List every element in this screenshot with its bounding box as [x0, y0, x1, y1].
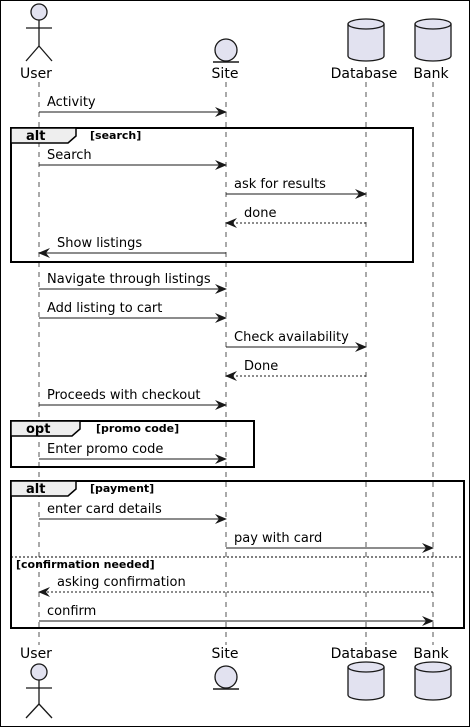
- participant-label: Bank: [413, 646, 449, 662]
- actor-icon: [25, 663, 53, 719]
- message-label: Activity: [47, 95, 96, 110]
- fragment-condition: [search]: [90, 129, 141, 142]
- message-label: done: [244, 206, 276, 221]
- fragment-opt-promo-code: opt [promo code]: [10, 420, 255, 468]
- message-label: Check availability: [234, 330, 349, 345]
- fragment-keyword: opt: [26, 422, 50, 437]
- message-label: confirm: [47, 604, 96, 619]
- participant-label: User: [20, 646, 52, 662]
- message-label: Navigate through listings: [47, 272, 211, 287]
- participant-label: Bank: [413, 66, 449, 82]
- participant-label: Site: [212, 646, 239, 662]
- participant-bank-top: Bank: [413, 18, 452, 82]
- message-label: Search: [47, 148, 92, 163]
- participant-label: Database: [331, 646, 398, 662]
- fragment-frame: [10, 480, 465, 629]
- participant-site-top: Site: [212, 38, 239, 82]
- message-label: Proceeds with checkout: [47, 388, 201, 403]
- fragment-keyword: alt: [26, 482, 45, 497]
- fragment-condition: [payment]: [90, 482, 154, 495]
- participant-bank-bottom: Bank: [413, 646, 452, 701]
- participant-database-top: Database: [331, 18, 398, 82]
- entity-icon: [213, 665, 239, 690]
- fragment-tab: [10, 127, 77, 144]
- database-icon: [414, 18, 452, 62]
- message-label: Done: [244, 359, 278, 374]
- fragment-keyword: alt: [26, 129, 45, 144]
- participant-site-bottom: Site: [212, 646, 239, 690]
- participant-user-top: User: [20, 3, 53, 82]
- message-label: asking confirmation: [57, 575, 186, 590]
- message-label: ask for results: [234, 177, 326, 192]
- participant-label: User: [20, 66, 52, 82]
- fragment-tab: [10, 480, 77, 497]
- fragment-frame: [10, 127, 414, 263]
- database-icon: [347, 661, 385, 701]
- participant-database-bottom: Database: [331, 646, 398, 701]
- database-icon: [347, 18, 385, 62]
- fragment-alt-payment: alt [payment] [confirmation needed]: [10, 480, 465, 629]
- message-label: Add listing to cart: [47, 301, 162, 316]
- message-label: Enter promo code: [47, 442, 163, 457]
- fragment-frame: [10, 420, 255, 468]
- fragment-alt-search: alt [search]: [10, 127, 414, 263]
- database-icon: [414, 661, 452, 701]
- entity-icon: [213, 38, 239, 63]
- participant-label: Database: [331, 66, 398, 82]
- fragment-else-condition: [confirmation needed]: [16, 558, 155, 571]
- actor-icon: [25, 3, 53, 62]
- fragment-condition: [promo code]: [96, 422, 179, 435]
- participant-user-bottom: User: [20, 646, 53, 719]
- fragment-tab: [10, 420, 81, 437]
- message-label: pay with card: [234, 531, 322, 546]
- message-label: enter card details: [47, 502, 162, 517]
- message-label: Show listings: [57, 236, 142, 251]
- participant-label: Site: [212, 66, 239, 82]
